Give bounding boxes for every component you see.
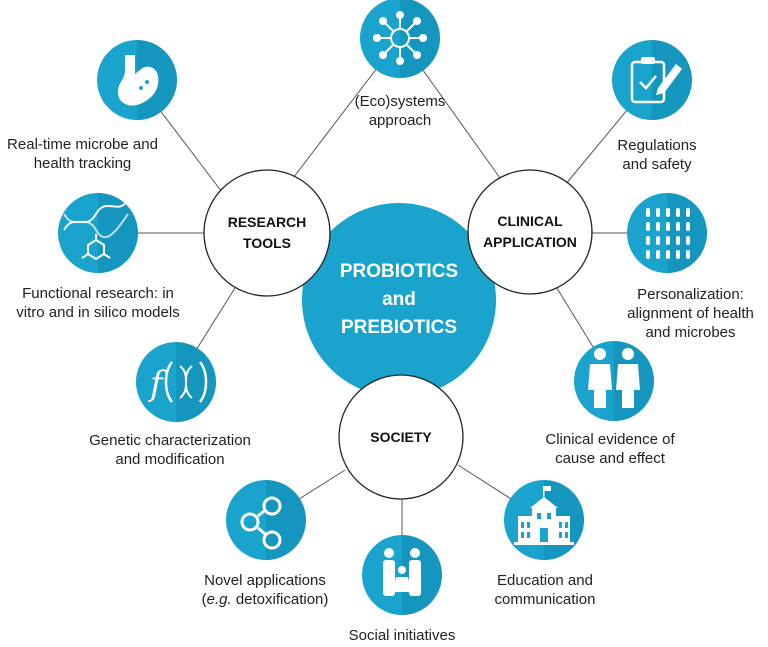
node-personalization [627, 193, 707, 273]
hub-research-line1: RESEARCH [227, 214, 307, 230]
hub-clinical-line1: CLINICAL [497, 213, 563, 229]
hub-clinical-label: CLINICAL APPLICATION [470, 211, 590, 253]
label-functional: Functional research: in vitro and in sil… [0, 284, 196, 322]
label-novel: Novel applications (e.g. detoxification) [175, 571, 355, 609]
label-evidence-line1: Clinical evidence of [545, 431, 675, 448]
label-novel-line1: Novel applications [204, 572, 326, 589]
label-regulations: Regulations and safety [612, 136, 702, 174]
label-tracking-line2: health tracking [33, 155, 132, 172]
center-circle [302, 203, 496, 397]
family-icon [383, 548, 421, 596]
node-genetic: f [136, 342, 216, 422]
center-title-line2: and [382, 289, 416, 310]
center-title-line3: PREBIOTICS [340, 317, 458, 338]
label-ecosystems: (Eco)systems approach [320, 92, 480, 130]
node-social [362, 535, 442, 615]
label-functional-line2: vitro and in silico models [16, 304, 180, 321]
hub-society-circle [338, 374, 464, 500]
label-genetic: Genetic characterization and modificatio… [70, 431, 270, 469]
label-evidence: Clinical evidence of cause and effect [520, 430, 700, 468]
network-icon [373, 11, 427, 65]
hub-society-label: SOCIETY [341, 427, 461, 448]
dna-molecule-icon [63, 199, 129, 261]
label-genetic-line2: and modification [115, 451, 225, 468]
hub-research-circle [203, 169, 331, 297]
label-personalization-line3: and microbes [645, 324, 736, 341]
doctor-patient-icon [588, 348, 640, 408]
label-personalization: Personalization: alignment of health and… [618, 285, 763, 342]
hub-clinical-circle [467, 169, 593, 295]
people-grid-icon [646, 208, 690, 259]
clipboard-pencil-icon [630, 57, 682, 104]
label-novel-line2: (e.g. detoxification) [175, 590, 355, 609]
label-functional-line1: Functional research: in [22, 285, 174, 302]
node-tracking [97, 40, 177, 120]
node-ecosystems [360, 0, 440, 78]
center-title: PROBIOTICS and PREBIOTICS [309, 258, 489, 342]
label-tracking: Real-time microbe and health tracking [0, 135, 165, 173]
label-tracking-line1: Real-time microbe and [7, 136, 158, 153]
label-social: Social initiatives [322, 626, 482, 645]
hub-research-line2: TOOLS [243, 235, 291, 251]
label-ecosystems-line1: (Eco)systems [354, 93, 446, 110]
stomach-icon [118, 55, 159, 106]
label-evidence-line2: cause and effect [555, 450, 665, 467]
hub-society-line1: SOCIETY [370, 429, 432, 445]
node-regulations [612, 40, 692, 120]
label-personalization-line2: alignment of health [627, 305, 754, 322]
center-title-line1: PROBIOTICS [339, 261, 459, 282]
label-social-line1: Social initiatives [348, 627, 456, 644]
node-functional [58, 193, 138, 273]
molecule-icon [240, 496, 282, 550]
hub-clinical-line2: APPLICATION [483, 234, 577, 250]
hub-research-label: RESEARCH TOOLS [207, 212, 327, 254]
label-regulations-line2: and safety [622, 156, 692, 173]
node-evidence [574, 341, 654, 421]
label-genetic-line1: Genetic characterization [89, 432, 251, 449]
label-novel-rest: detoxification) [231, 591, 329, 608]
label-education-line2: communication [494, 591, 596, 608]
label-education: Education and communication [470, 571, 620, 609]
label-personalization-line1: Personalization: [637, 286, 744, 303]
label-ecosystems-line2: approach [368, 112, 432, 129]
label-regulations-line1: Regulations [617, 137, 697, 154]
label-novel-eg: e.g. [206, 591, 232, 608]
label-novel-paren: ( [201, 591, 207, 608]
node-education [504, 480, 584, 560]
label-education-line1: Education and [497, 572, 593, 589]
node-novel [226, 480, 306, 560]
